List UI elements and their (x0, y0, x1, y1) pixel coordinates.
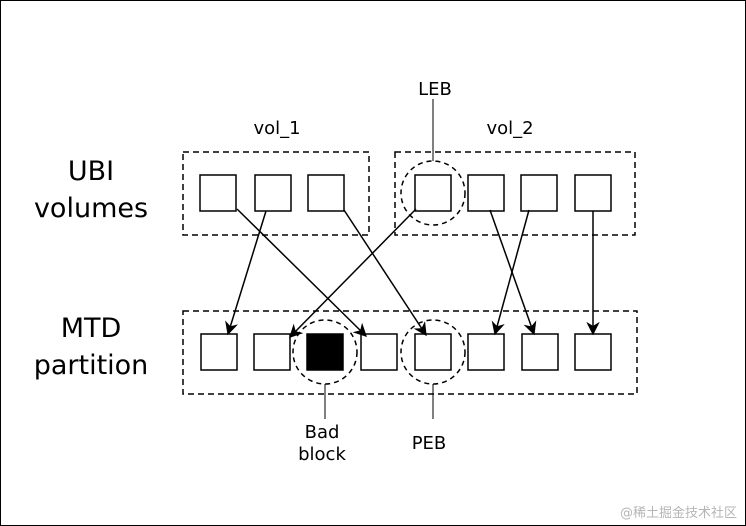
mapping-arrow (489, 209, 537, 336)
peb-block (414, 333, 452, 371)
mapping-arrow (225, 210, 267, 336)
leb-block (467, 174, 505, 212)
ubi-volumes-label-line1: UBI (68, 156, 114, 187)
peb-block (200, 333, 238, 371)
mtd-partition-box (182, 310, 638, 395)
bad-block-label-line2: block (298, 444, 346, 465)
mapping-arrow (236, 208, 367, 337)
leb-block (414, 174, 452, 212)
peb-block (360, 333, 398, 371)
leb-block (199, 174, 237, 212)
leb-label: LEB (418, 79, 452, 100)
leb-block (520, 174, 558, 212)
ubi-volumes-label-line2: volumes (34, 193, 148, 224)
bad-block-highlight-circle (292, 319, 358, 385)
leb-block (574, 174, 612, 212)
peb-block (253, 333, 291, 371)
peb-block (467, 333, 505, 371)
leb-highlight-circle (400, 160, 466, 226)
bad-block (306, 333, 344, 371)
vol-1-label: vol_1 (253, 118, 300, 139)
leb-block (307, 174, 345, 212)
peb-block (521, 333, 559, 371)
vol-2-box (394, 151, 636, 236)
peb-highlight-circle (400, 319, 466, 385)
peb-block (574, 333, 612, 371)
leb-block (254, 174, 292, 212)
mtd-partition-label-line1: MTD (61, 313, 122, 344)
watermark: @稀土掘金技术社区 (620, 505, 737, 521)
bad-block-label-line1: Bad (305, 422, 340, 443)
vol-2-label: vol_2 (486, 118, 533, 139)
peb-label: PEB (412, 433, 447, 454)
vol-1-box (182, 151, 370, 236)
mapping-arrow (289, 208, 417, 338)
mtd-partition-label-line2: partition (34, 350, 149, 381)
mapping-arrow (343, 209, 427, 337)
